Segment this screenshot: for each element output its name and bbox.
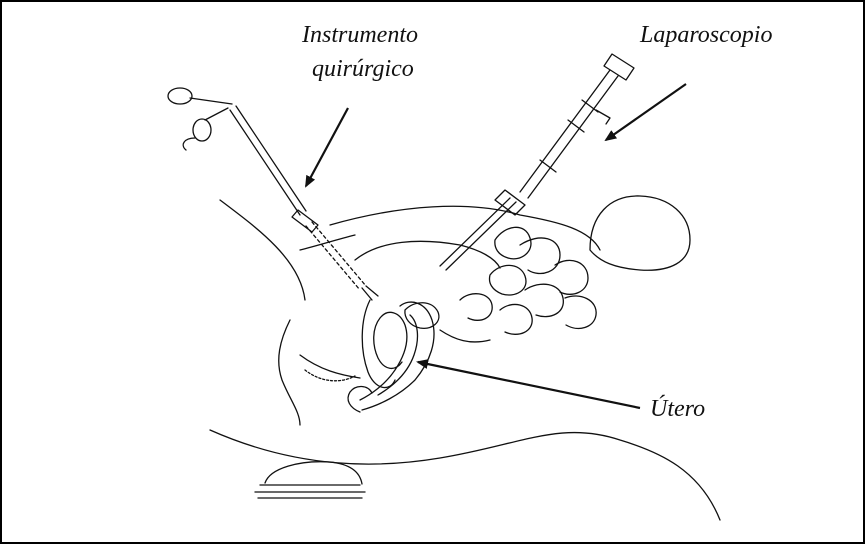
laparoscope-upper-a [520,70,610,192]
intestine-loop-3 [490,265,526,295]
instrument-trocar [292,210,318,232]
laparoscope-upper-b [528,76,618,198]
laparoscope-shaft-b [446,202,516,270]
arrow-uterus [418,362,640,408]
label-laparoscope: Laparoscopio [640,22,772,48]
intestine-loop-6 [565,296,596,328]
uterus-outer [362,302,434,410]
instrument-shaft-a [230,110,300,215]
knee-contour [590,196,690,270]
label-instrument-line1: Instrumento [302,22,418,48]
arrow-instrument [306,108,348,186]
instrument-tip [362,286,378,300]
laparoscope-trocar [495,190,525,215]
laparoscope-shaft-a [440,198,510,266]
intestine-loop-4 [525,284,563,316]
intestine-loop-7 [500,304,532,334]
body-upper-contour [330,206,600,250]
arrow-laparoscope [606,84,686,140]
mesentery [440,330,490,342]
bladder-outline [362,300,395,388]
instrument-handle [183,98,232,150]
spine-contour [300,355,360,378]
label-instrument-line2: quirúrgico [312,56,414,82]
laparoscope-eyepiece [604,54,634,80]
instrument-shaft-b [236,106,306,211]
cavity-outline [355,241,500,268]
instrument-shaft-inner-b [312,222,366,286]
intestine-loop-8 [460,294,492,321]
label-uterus: Útero [650,396,705,422]
body-back-contour [220,200,305,300]
instrument-ring-1 [168,88,192,104]
intestine-loop-5 [555,260,588,294]
sacrum-contour [279,320,300,425]
instrument-ring-2 [193,119,211,141]
buttock-contour [265,462,362,484]
body-lower-contour [210,430,720,520]
intestine-loop-1 [495,227,531,259]
intestine-loop-2 [520,238,560,274]
abdominal-wall [300,235,355,250]
